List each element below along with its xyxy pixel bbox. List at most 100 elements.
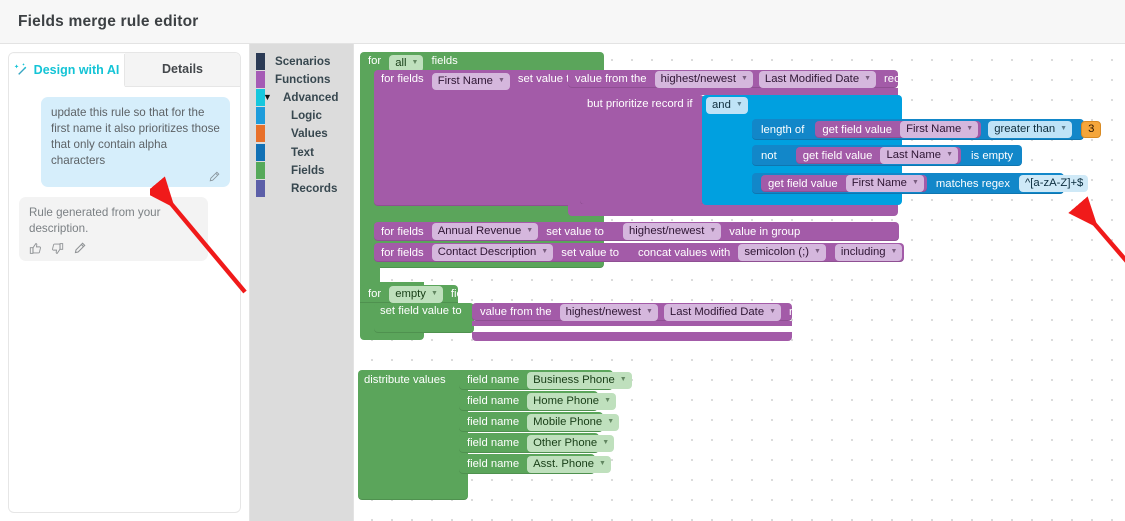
block-field-name-business-phone[interactable]: field name Business Phone▼ xyxy=(459,370,632,390)
block-and-operator-header[interactable]: and▼ xyxy=(704,96,748,114)
toolbox-item-values[interactable]: Values xyxy=(250,125,353,143)
chevron-down-icon: ▼ xyxy=(813,248,821,255)
tab-bar: Design with AI Details xyxy=(9,53,240,87)
concat-values-with-label: concat values with xyxy=(638,246,731,259)
edit-icon[interactable] xyxy=(208,171,220,183)
chevron-down-icon: ▼ xyxy=(709,227,717,234)
tab-details[interactable]: Details xyxy=(125,53,240,86)
value-from-the-label: value from the xyxy=(575,73,647,85)
number-operand-field[interactable]: 3 xyxy=(1081,121,1102,138)
field-dropdown-asst-phone[interactable]: Asst. Phone▼ xyxy=(527,455,611,473)
rank-dropdown[interactable]: highest/newest▼ xyxy=(559,303,658,321)
block-value-from-record[interactable]: value from the highest/newest▼ Last Modi… xyxy=(568,70,916,88)
field-dropdown-home-phone[interactable]: Home Phone▼ xyxy=(527,392,617,410)
chevron-down-icon: ▼ xyxy=(1060,125,1068,132)
category-color-swatch xyxy=(256,52,265,70)
blockly-workspace[interactable]: for all▼ fields for fields First Name▼ s… xyxy=(354,44,1125,521)
block-field-name-other-phone[interactable]: field name Other Phone▼ xyxy=(459,433,615,453)
chevron-down-icon: ▼ xyxy=(526,227,534,234)
category-color-swatch xyxy=(256,161,265,179)
rank-dropdown[interactable]: highest/newest▼ xyxy=(622,223,722,240)
chevron-down-icon: ▼ xyxy=(911,179,919,186)
left-panel: Design with AI Details update this rule … xyxy=(0,44,250,521)
block-for-fields-first-name[interactable]: for fields First Name▼ set value to xyxy=(374,70,584,206)
chat-area: update this rule so that for the first n… xyxy=(9,87,240,261)
block-for-fields-annual-revenue[interactable]: for fields Annual Revenue▼ set value to … xyxy=(374,222,899,241)
category-color-swatch xyxy=(256,143,265,161)
block-field-name-mobile-phone[interactable]: field name Mobile Phone▼ xyxy=(459,412,620,432)
assistant-message-text: Rule generated from your description. xyxy=(29,206,161,235)
sort-field-dropdown[interactable]: Last Modified Date▼ xyxy=(758,70,877,88)
tab-design-with-ai-label: Design with AI xyxy=(33,62,120,77)
block-field-name-home-phone[interactable]: field name Home Phone▼ xyxy=(459,391,617,411)
toolbox-item-label: Text xyxy=(291,145,314,159)
field-dropdown-annual-revenue[interactable]: Annual Revenue▼ xyxy=(431,223,539,240)
field-dropdown-first-name[interactable]: First Name▼ xyxy=(845,175,924,192)
sort-field-dropdown[interactable]: Last Modified Date▼ xyxy=(663,303,782,321)
value-in-group-label: value in group xyxy=(729,225,801,238)
comparator-dropdown-greater-than[interactable]: greater than▼ xyxy=(988,121,1073,138)
thumbs-up-icon[interactable] xyxy=(29,242,42,255)
block-get-field-value-first-name[interactable]: get field value First Name▼ xyxy=(761,175,927,192)
toolbox-item-scenarios[interactable]: Scenarios xyxy=(250,52,353,70)
field-dropdown-contact-description[interactable]: Contact Description▼ xyxy=(431,244,554,261)
chevron-down-icon: ▼ xyxy=(890,248,898,255)
set-value-to-label: set value to xyxy=(561,246,619,259)
block-value-from-record-body xyxy=(568,88,898,95)
block-distribute-values[interactable]: distribute values xyxy=(358,370,468,500)
block-but-prioritize-record-if[interactable]: but prioritize record if xyxy=(580,95,704,205)
block-value-from-record-empty-tail xyxy=(472,321,792,326)
tab-design-with-ai[interactable]: Design with AI xyxy=(9,54,125,87)
chevron-down-icon: ▼ xyxy=(607,417,615,425)
toolbox-item-logic[interactable]: Logic xyxy=(250,107,353,125)
field-name-label: field name xyxy=(467,437,520,449)
block-prioritize-tail xyxy=(568,204,898,216)
field-dropdown-business-phone[interactable]: Business Phone▼ xyxy=(527,371,632,389)
block-get-field-value-first-name[interactable]: get field value First Name▼ xyxy=(815,121,982,138)
toolbox-item-advanced[interactable]: ▼ Advanced xyxy=(250,88,353,106)
edit-icon[interactable] xyxy=(73,242,86,255)
block-get-field-value-last-name[interactable]: get field value Last Name▼ xyxy=(795,147,962,164)
value-from-the-label: value from the xyxy=(480,306,552,318)
scope-dropdown-empty[interactable]: empty▼ xyxy=(389,285,443,303)
separator-dropdown[interactable]: semicolon (;)▼ xyxy=(738,244,826,261)
block-for-fields-contact-description[interactable]: for fields Contact Description▼ set valu… xyxy=(374,243,945,262)
toolbox-item-text[interactable]: Text xyxy=(250,143,353,161)
category-color-swatch xyxy=(256,125,265,143)
block-for-empty-fields[interactable]: for empty▼ fields xyxy=(360,285,477,303)
regex-text-input[interactable]: ^[a-zA-Z]+$ xyxy=(1018,175,1089,192)
and-operator-dropdown[interactable]: and▼ xyxy=(706,96,748,114)
field-dropdown-first-name[interactable]: First Name▼ xyxy=(431,73,510,90)
chevron-down-icon: ▼ xyxy=(263,91,272,102)
get-field-value-label: get field value xyxy=(822,123,893,136)
chevron-down-icon: ▼ xyxy=(946,151,954,158)
field-dropdown-first-name[interactable]: First Name▼ xyxy=(900,121,979,138)
chevron-down-icon: ▼ xyxy=(769,307,777,315)
block-field-name-asst-phone[interactable]: field name Asst. Phone▼ xyxy=(459,454,611,474)
scope-dropdown[interactable]: all▼ xyxy=(389,55,424,72)
field-name-label: field name xyxy=(467,458,520,470)
block-condition-matches-regex[interactable]: get field value First Name▼ matches rege… xyxy=(752,173,1089,194)
length-of-label: length of xyxy=(761,123,805,136)
rank-dropdown[interactable]: highest/newest▼ xyxy=(654,70,753,88)
block-value-from-record-empty[interactable]: value from the highest/newest▼ Last Modi… xyxy=(472,303,821,321)
field-name-label: field name xyxy=(467,416,520,428)
toolbox-item-records[interactable]: Records xyxy=(250,179,353,197)
thumbs-down-icon[interactable] xyxy=(51,242,64,255)
toolbox-item-fields[interactable]: Fields xyxy=(250,161,353,179)
toolbox-item-label: Advanced xyxy=(283,90,339,104)
block-condition-not[interactable]: not get field value Last Name▼ is empty xyxy=(752,145,1022,166)
get-field-value-label: get field value xyxy=(768,177,838,190)
chevron-down-icon: ▼ xyxy=(735,100,743,108)
including-dropdown[interactable]: including▼ xyxy=(834,244,903,261)
field-dropdown-other-phone[interactable]: Other Phone▼ xyxy=(527,434,615,452)
field-dropdown-last-name[interactable]: Last Name▼ xyxy=(880,147,959,164)
block-set-field-value-to[interactable]: set field value to xyxy=(374,303,474,333)
page-title: Fields merge rule editor xyxy=(18,12,199,30)
toolbox-item-functions[interactable]: Functions xyxy=(250,70,353,88)
record-label: record xyxy=(789,306,822,318)
for-fields-label: for fields xyxy=(381,246,424,259)
block-condition-length-of[interactable]: length of get field value First Name▼ gr… xyxy=(752,119,1102,140)
field-dropdown-mobile-phone[interactable]: Mobile Phone▼ xyxy=(527,413,620,431)
not-label: not xyxy=(761,149,777,162)
